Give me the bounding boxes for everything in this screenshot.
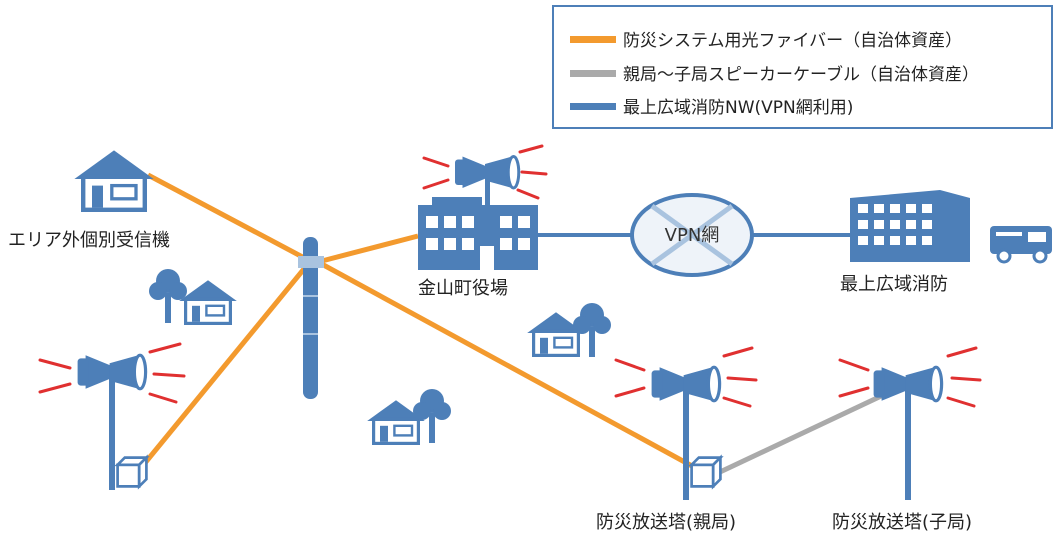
connections — [143, 172, 896, 475]
legend-swatch-fiber — [570, 36, 616, 43]
child-tower-icon — [838, 346, 982, 500]
town-hall-building-icon — [418, 144, 548, 270]
vpn-network-icon — [630, 193, 754, 277]
fire-hq-building-icon — [850, 190, 970, 262]
utility-pole — [298, 237, 324, 399]
parent-tower-icon — [614, 346, 758, 500]
left-speaker-tower-icon — [38, 342, 186, 490]
house-tree-icon — [365, 389, 451, 446]
outside-receiver-label: エリア外個別受信機 — [8, 230, 170, 251]
legend-label-speaker-cable: 親局～子局スピーカーケーブル（自治体資産） — [623, 64, 979, 85]
fire-truck-icon — [990, 226, 1052, 264]
legend-swatch-vpn — [570, 103, 616, 110]
house-tree-icon — [149, 269, 239, 326]
vpn-label: VPN網 — [665, 225, 720, 246]
fiber-line-to-outside-receiver — [146, 172, 314, 265]
town-hall-label: 金山町役場 — [418, 278, 508, 299]
legend-label-fiber: 防災システム用光ファイバー（自治体資産） — [623, 31, 962, 51]
legend-box — [552, 5, 1053, 129]
child-tower-label: 防災放送塔(子局) — [832, 512, 972, 533]
legend: 防災システム用光ファイバー（自治体資産） 親局～子局スピーカーケーブル（自治体資… — [552, 5, 1053, 129]
fire-hq-label: 最上広域消防 — [840, 274, 948, 295]
fiber-line-to-town-hall — [317, 233, 419, 265]
legend-swatch-speaker-cable — [570, 70, 616, 77]
house-tree-icon — [525, 303, 611, 358]
speaker-cable-line — [718, 387, 896, 475]
legend-label-vpn: 最上広域消防NW(VPN網利用) — [623, 98, 853, 118]
fiber-line-to-parent-tower — [316, 259, 694, 469]
parent-tower-label: 防災放送塔(親局) — [596, 512, 736, 533]
fiber-line-to-left-speaker — [143, 262, 310, 465]
outside-receiver-house-icon — [74, 150, 153, 209]
